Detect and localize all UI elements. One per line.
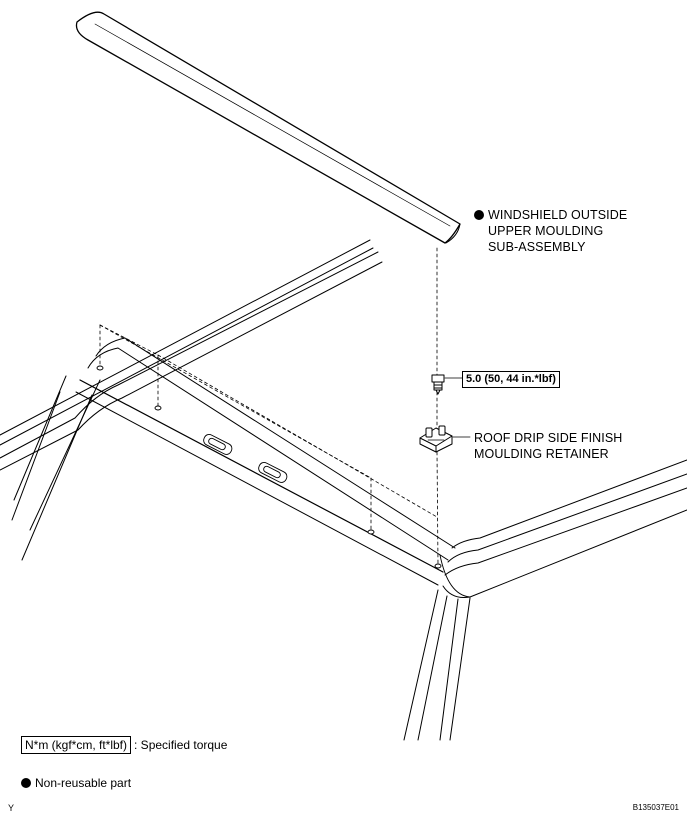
torque-spec-box: 5.0 (50, 44 in.*lbf) (462, 371, 560, 388)
corner-code-right: B135037E01 (632, 803, 679, 812)
retainer-label-line-2: MOULDING RETAINER (474, 447, 609, 461)
corner-code-left: Y (8, 803, 15, 813)
retainer-part (419, 425, 453, 453)
legend-nonreusable: Non-reusable part (21, 775, 131, 791)
legend-torque-text: : Specified torque (134, 738, 228, 752)
alignment-dashed-lines (99, 247, 439, 565)
vehicle-roof-frame (0, 239, 687, 741)
leader-lines (444, 377, 471, 438)
legend-nonreusable-text: Non-reusable part (35, 776, 132, 790)
bolt-part (431, 374, 445, 395)
legend-torque: N*m (kgf*cm, ft*lbf): Specified torque (21, 736, 227, 754)
non-reusable-dot-icon (474, 210, 484, 220)
mounting-holes (96, 365, 442, 569)
windshield-moulding-callout: WINDSHIELD OUTSIDE UPPER MOULDING SUB-AS… (474, 207, 627, 255)
moulding-label-line-2: UPPER MOULDING (488, 224, 604, 238)
non-reusable-legend-dot-icon (21, 778, 31, 788)
windshield-moulding-strip (75, 11, 461, 244)
moulding-label-line-3: SUB-ASSEMBLY (488, 240, 586, 254)
moulding-label-line-1: WINDSHIELD OUTSIDE (488, 208, 628, 222)
legend-torque-box: N*m (kgf*cm, ft*lbf) (21, 736, 132, 754)
roof-slots (203, 434, 288, 483)
retainer-label-line-1: ROOF DRIP SIDE FINISH (474, 431, 623, 445)
retainer-callout: ROOF DRIP SIDE FINISH MOULDING RETAINER (474, 430, 622, 462)
